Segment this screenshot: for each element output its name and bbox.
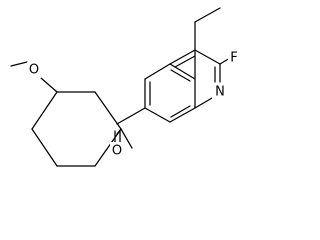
bond-benz-3 (169, 63, 196, 80)
bond-benz-5 (169, 107, 196, 123)
bond-ethyl-2 (194, 7, 221, 23)
atom-labels: O O F N (27, 50, 241, 159)
nitrogen-bg (212, 84, 228, 100)
bond-ring-carbonyl (116, 128, 122, 135)
bond-pyr-1 (169, 49, 196, 65)
bond-ring-5 (31, 128, 58, 167)
bond-carbonyl-ring-link (120, 128, 133, 149)
fluorine-bg (228, 50, 241, 66)
bond-methoxy-ring (40, 77, 58, 93)
carbonyl-oxygen-bg (110, 142, 124, 158)
bond-benz-3-inner (170, 69, 191, 82)
bond-carbonyl-quinoline (116, 107, 146, 125)
nitrogen-label: N (215, 85, 225, 100)
bond-ring-2 (94, 91, 122, 130)
molecule-structure-diagram: O O F N (10, 7, 241, 167)
bond-benz-2 (144, 63, 171, 80)
bond-pyr-4 (194, 97, 213, 109)
bond-pyr-1-inner (174, 55, 196, 68)
methoxy-oxygen-label: O (29, 63, 39, 78)
bond-ring-3 (94, 128, 122, 167)
bond-methyl-methoxy (10, 61, 28, 67)
carbonyl-oxygen-label: O (112, 144, 122, 159)
bond-lines (10, 7, 231, 167)
bond-benz-6 (144, 107, 171, 123)
fluorine-label: F (230, 51, 237, 66)
bond-ring-6 (31, 91, 58, 130)
bond-pyr-2 (194, 49, 221, 65)
bond-benz-5-inner (170, 105, 191, 118)
methoxy-oxygen-bg (27, 62, 41, 78)
